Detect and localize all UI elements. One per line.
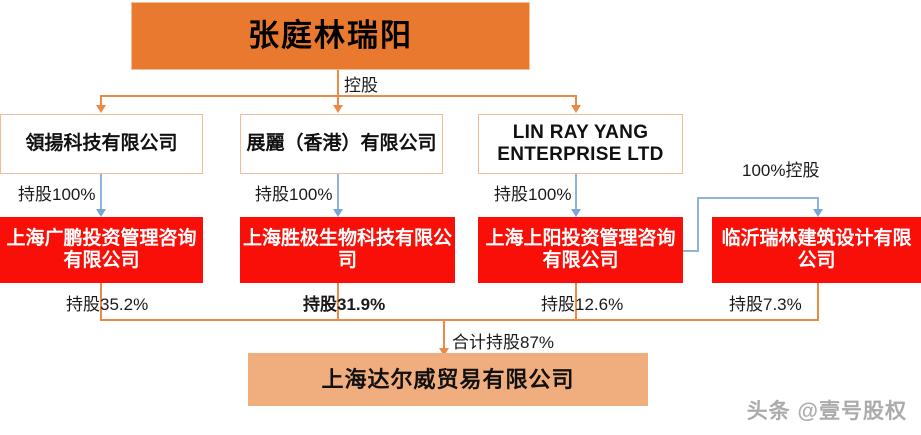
connector-holder-1-to-sub-1: [100, 174, 102, 212]
subsidiary-node-1[interactable]: 上海广鹏投资管理咨询有限公司: [0, 217, 203, 283]
edge-label-stake-sub-1: 持股35.2%: [66, 295, 149, 314]
subsidiary-node-4-label: 临沂瑞林建筑设计有限公司: [721, 227, 912, 271]
connector-holder-2-to-sub-2: [337, 174, 339, 212]
holder-node-2-label: 展麗（香港）有限公司: [246, 132, 437, 154]
holder-node-2[interactable]: 展麗（香港）有限公司: [240, 114, 443, 174]
arrowhead-sub3-to-sub4: [813, 209, 823, 217]
edge-label-stake-sub-2: 持股31.9%: [303, 295, 386, 314]
holder-node-3[interactable]: LIN RAY YANG ENTERPRISE LTD: [478, 114, 683, 174]
connector-root-to-holder-2: [337, 95, 339, 107]
connector-sub-1-to-bus: [100, 283, 102, 320]
connector-sub-2-to-bus: [337, 283, 339, 320]
connector-sub3-to-sub4-seg-up: [697, 197, 699, 252]
edge-label-stake-holder-3: 持股100%: [494, 185, 572, 204]
subsidiary-node-2[interactable]: 上海胜极生物科技有限公司: [240, 217, 455, 283]
connector-sub-3-to-bus: [575, 283, 577, 320]
root-node-zhang-ting-lin-rui-yang[interactable]: 张庭林瑞阳: [131, 2, 530, 70]
connector-root-to-holder-3: [575, 95, 577, 107]
target-node-shanghai-darwei[interactable]: 上海达尔威贸易有限公司: [248, 353, 648, 406]
edge-label-stake-holder-2: 持股100%: [255, 185, 333, 204]
connector-root-to-holder-1: [100, 95, 102, 107]
connector-root-trunk: [337, 70, 339, 95]
connector-bus-to-target: [443, 319, 445, 351]
edge-label-stake-holder-1: 持股100%: [18, 185, 96, 204]
edge-label-hk-control: 100%控股: [742, 161, 820, 180]
connector-sub-4-to-bus: [817, 283, 819, 320]
arrowhead-holder-1-to-sub-1: [96, 209, 106, 217]
holder-node-1-label: 領揚科技有限公司: [25, 132, 178, 154]
connector-merge-bus: [100, 319, 819, 321]
subsidiary-node-3[interactable]: 上海上阳投资管理咨询有限公司: [478, 217, 683, 283]
arrowhead-root-to-holder-1: [96, 105, 106, 113]
subsidiary-node-1-label: 上海广鹏投资管理咨询有限公司: [6, 227, 197, 271]
connector-sub3-to-sub4-seg-down: [817, 197, 819, 212]
arrowhead-holder-3-to-sub-3: [571, 209, 581, 217]
arrowhead-holder-2-to-sub-2: [333, 209, 343, 217]
edge-label-stake-sub-3: 持股12.6%: [541, 295, 624, 314]
subsidiary-node-3-label: 上海上阳投资管理咨询有限公司: [485, 227, 676, 271]
edge-label-stake-sub-4: 持股7.3%: [729, 295, 802, 314]
arrowhead-bus-to-target: [439, 348, 449, 356]
connector-root-bus: [101, 95, 577, 97]
subsidiary-node-4[interactable]: 临沂瑞林建筑设计有限公司: [712, 217, 921, 283]
arrowhead-root-to-holder-3: [571, 105, 581, 113]
arrowhead-root-to-holder-2: [333, 105, 343, 113]
edge-label-control: 控股: [344, 76, 378, 95]
connector-sub3-to-sub4-seg-across: [697, 197, 819, 199]
subsidiary-node-2-label: 上海胜极生物科技有限公司: [242, 227, 452, 271]
holder-node-1[interactable]: 領揚科技有限公司: [0, 114, 203, 174]
edge-label-total-stake: 合计持股87%: [452, 333, 555, 352]
holder-node-3-label: LIN RAY YANG ENTERPRISE LTD: [497, 121, 664, 165]
root-node-label: 张庭林瑞阳: [248, 17, 413, 53]
connector-sub3-to-sub4-seg-right: [683, 250, 699, 252]
watermark: 头条 @壹号股权: [746, 400, 907, 423]
connector-holder-3-to-sub-3: [575, 174, 577, 212]
target-node-label: 上海达尔威贸易有限公司: [321, 366, 575, 392]
